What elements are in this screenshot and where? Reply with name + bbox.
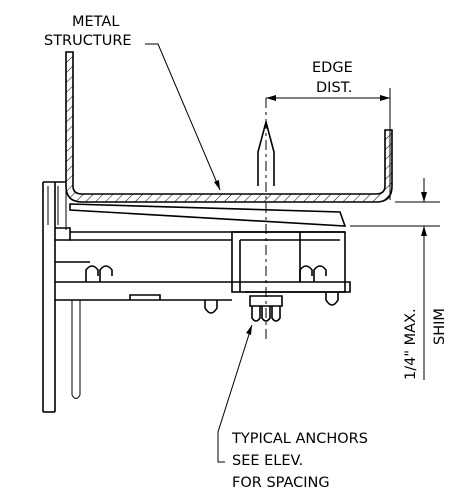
leader-lines xyxy=(145,43,253,463)
shim-wedge xyxy=(69,203,347,227)
label-for-spacing: FOR SPACING xyxy=(232,475,330,491)
anchor-bolt xyxy=(249,98,283,340)
anchor-clip xyxy=(231,231,346,293)
label-dist: DIST. xyxy=(316,80,352,96)
label-edge: EDGE xyxy=(312,60,353,76)
shim-dimension xyxy=(350,178,440,380)
edge-dist-dimension xyxy=(266,88,391,200)
label-typical-anchors: TYPICAL ANCHORS xyxy=(231,431,368,447)
label-see-elev: SEE ELEV. xyxy=(232,453,303,469)
label-shim: SHIM xyxy=(432,308,448,345)
metal-structure xyxy=(65,51,393,203)
label-structure: STRUCTURE xyxy=(44,33,132,49)
frame-profile xyxy=(42,181,351,413)
label-shim-max: 1/4" MAX. xyxy=(403,308,419,380)
label-metal: METAL xyxy=(72,14,119,30)
